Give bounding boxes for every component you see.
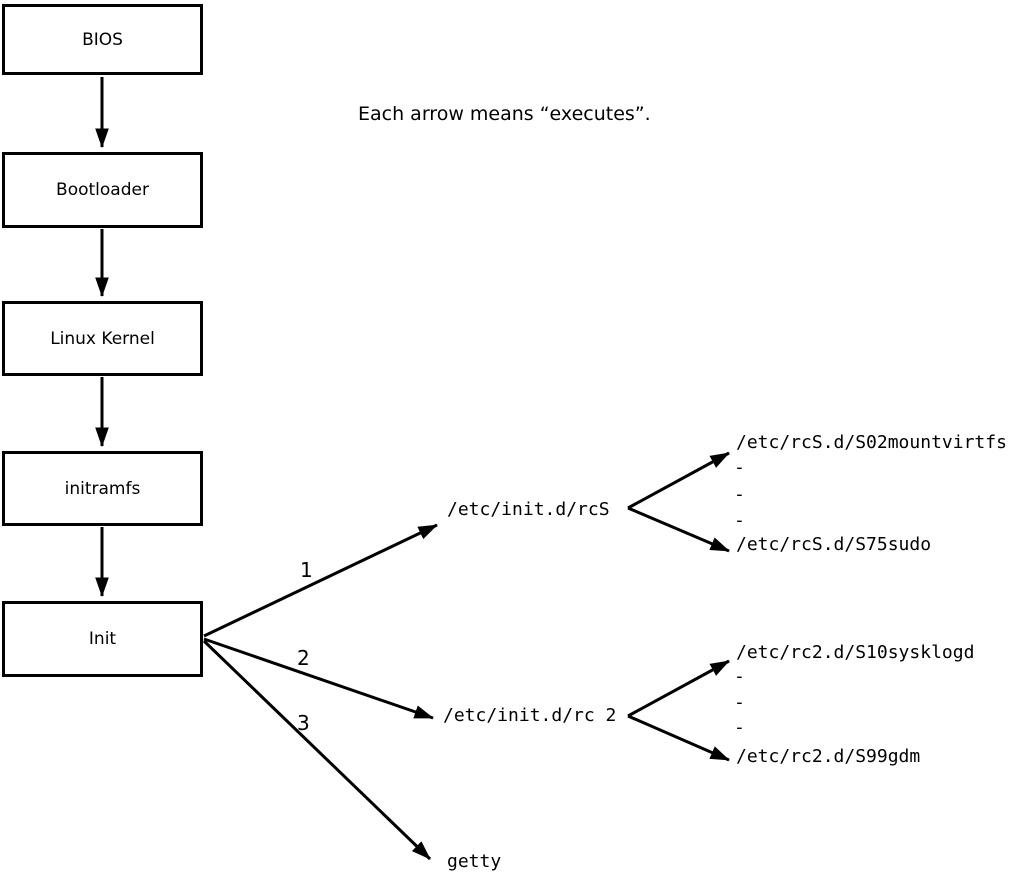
flow-box-bios: BIOS (2, 4, 203, 75)
script-rcS-s02mountvirtfs: /etc/rcS.d/S02mountvirtfs (736, 432, 1007, 453)
arrow-label-1: 1 (300, 558, 313, 582)
arrow-label-3: 3 (297, 711, 310, 735)
flow-box-initramfs-label: initramfs (64, 478, 141, 499)
rcS-ellipsis-dash-2: - (734, 484, 745, 505)
script-rc2-s10sysklogd: /etc/rc2.d/S10sysklogd (736, 642, 975, 663)
rc2-ellipsis-dash-2: - (734, 692, 745, 713)
arrow-rc2-to-s10 (627, 659, 730, 718)
arrow-init-to-getty (202, 639, 432, 861)
flow-box-initramfs: initramfs (2, 451, 203, 526)
flow-box-init: Init (2, 601, 203, 677)
flow-box-bootloader: Bootloader (2, 152, 203, 228)
arrow-rcS-to-s75 (627, 506, 730, 553)
arrow-label-2: 2 (297, 646, 310, 670)
script-getty: getty (447, 851, 502, 872)
script-rcS-s75sudo: /etc/rcS.d/S75sudo (736, 534, 932, 555)
arrow-init-to-rc2 (203, 637, 434, 720)
script-rc2-s99gdm: /etc/rc2.d/S99gdm (736, 746, 921, 767)
flow-box-linux-kernel-label: Linux Kernel (50, 328, 155, 349)
diagram-caption: Each arrow means “executes”. (358, 103, 651, 125)
rc2-ellipsis-dash-3: - (734, 717, 745, 738)
flow-box-bios-label: BIOS (82, 29, 123, 50)
rc2-ellipsis-dash-1: - (734, 666, 745, 687)
script-init-d-rc2: /etc/init.d/rc 2 (443, 705, 617, 726)
flow-box-bootloader-label: Bootloader (56, 180, 149, 200)
arrow-rc2-to-s99 (627, 714, 730, 762)
rcS-ellipsis-dash-1: - (734, 457, 745, 478)
arrow-rcS-to-s02 (627, 451, 730, 510)
flow-box-linux-kernel: Linux Kernel (2, 301, 203, 376)
arrow-init-to-rcS (203, 523, 438, 638)
script-init-d-rcS: /etc/init.d/rcS (447, 499, 610, 520)
rcS-ellipsis-dash-3: - (734, 510, 745, 531)
flow-box-init-label: Init (88, 629, 117, 649)
